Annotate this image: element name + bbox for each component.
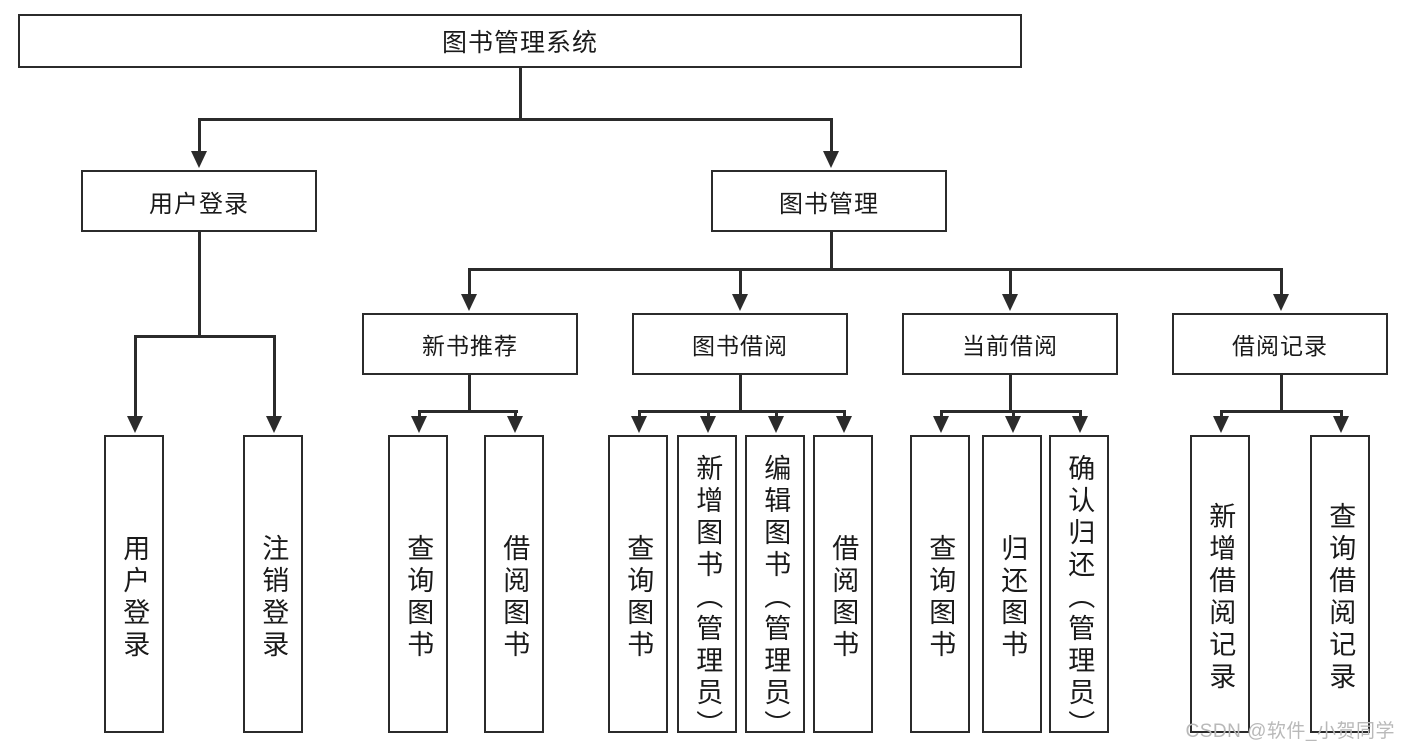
node-user-login[interactable]: 用户登录	[81, 170, 317, 232]
arrow-borrow-record-to-leaf-2	[1333, 416, 1349, 433]
connector-new-book-recommend-to-leaf-1	[418, 410, 421, 418]
node-root[interactable]: 图书管理系统	[18, 14, 1022, 68]
node-leaf-return-book[interactable]: 归还图书	[982, 435, 1042, 733]
node-leaf-query-book-2-label: 查询图书	[623, 534, 654, 662]
connector-user-login-stem	[198, 232, 201, 337]
arrow-new-book-recommend-to-leaf-2	[507, 416, 523, 433]
node-leaf-borrow-book-1[interactable]: 借阅图书	[484, 435, 544, 733]
connector-root-stem	[519, 68, 522, 120]
node-leaf-borrow-book-2-label: 借阅图书	[828, 534, 859, 662]
arrow-book-manage-to-lvl2-1	[461, 294, 477, 311]
node-leaf-query-book-3[interactable]: 查询图书	[910, 435, 970, 733]
node-leaf-query-record-label: 查询借阅记录	[1325, 502, 1356, 694]
connector-new-book-recommend-stem	[468, 375, 471, 412]
node-borrow-record-label: 借阅记录	[1232, 333, 1328, 359]
connector-book-manage-to-lvl2-4	[1280, 268, 1283, 296]
connector-current-borrow-bar	[940, 410, 1079, 413]
node-new-book-recommend-label: 新书推荐	[422, 333, 518, 359]
node-leaf-add-record[interactable]: 新增借阅记录	[1190, 435, 1250, 733]
node-leaf-edit-book[interactable]: 编辑图书（管理员）	[745, 435, 805, 742]
connector-book-borrow-to-leaf-1	[638, 410, 641, 418]
arrow-current-borrow-to-leaf-3	[1072, 416, 1088, 433]
connector-book-manage-to-lvl2-2	[739, 268, 742, 296]
node-leaf-borrow-book-2[interactable]: 借阅图书	[813, 435, 873, 733]
node-leaf-confirm-return-label: 确认归还（管理员）	[1064, 454, 1095, 742]
node-borrow-record[interactable]: 借阅记录	[1172, 313, 1388, 375]
node-leaf-query-record[interactable]: 查询借阅记录	[1310, 435, 1370, 733]
node-book-manage-label: 图书管理	[779, 190, 879, 218]
connector-borrow-record-stem	[1280, 375, 1283, 412]
connector-book-manage-stem	[830, 232, 833, 270]
connector-book-borrow-stem	[739, 375, 742, 412]
connector-current-borrow-to-leaf-3	[1079, 410, 1082, 418]
connector-book-manage-to-lvl2-3	[1009, 268, 1012, 296]
connector-book-borrow-to-leaf-3	[775, 410, 778, 418]
arrow-user-login-to-leaf-2	[266, 416, 282, 433]
connector-borrow-record-bar	[1220, 410, 1340, 413]
arrow-book-manage-to-lvl2-4	[1273, 294, 1289, 311]
arrow-book-borrow-to-leaf-1	[631, 416, 647, 433]
connector-book-manage-to-lvl2-1	[468, 268, 471, 296]
node-current-borrow[interactable]: 当前借阅	[902, 313, 1118, 375]
connector-current-borrow-to-leaf-1	[940, 410, 943, 418]
node-leaf-edit-book-label: 编辑图书（管理员）	[760, 454, 791, 742]
connector-root-bar	[198, 118, 832, 121]
arrow-book-borrow-to-leaf-2	[700, 416, 716, 433]
connector-borrow-record-to-leaf-1	[1220, 410, 1223, 418]
arrow-current-borrow-to-leaf-1	[933, 416, 949, 433]
node-leaf-return-book-label: 归还图书	[997, 534, 1028, 662]
arrow-user-login-to-leaf-1	[127, 416, 143, 433]
node-book-borrow[interactable]: 图书借阅	[632, 313, 848, 375]
node-leaf-confirm-return[interactable]: 确认归还（管理员）	[1049, 435, 1109, 742]
connector-book-borrow-to-leaf-4	[843, 410, 846, 418]
node-leaf-add-record-label: 新增借阅记录	[1205, 502, 1236, 694]
node-leaf-add-book-label: 新增图书（管理员）	[692, 454, 723, 742]
node-leaf-user-login-label: 用户登录	[119, 534, 150, 662]
connector-user-login-to-leaf-1	[134, 335, 137, 418]
arrow-root-to-book-manage	[823, 151, 839, 168]
connector-root-to-user-login	[198, 118, 201, 153]
connector-book-borrow-to-leaf-2	[707, 410, 710, 418]
node-leaf-borrow-book-1-label: 借阅图书	[499, 534, 530, 662]
node-book-manage[interactable]: 图书管理	[711, 170, 947, 232]
node-leaf-query-book-1[interactable]: 查询图书	[388, 435, 448, 733]
node-book-borrow-label: 图书借阅	[692, 333, 788, 359]
node-root-label: 图书管理系统	[441, 29, 598, 57]
arrow-book-manage-to-lvl2-2	[732, 294, 748, 311]
node-leaf-user-login[interactable]: 用户登录	[104, 435, 164, 733]
arrow-book-manage-to-lvl2-3	[1002, 294, 1018, 311]
arrow-root-to-user-login	[191, 151, 207, 168]
connector-user-login-to-leaf-2	[273, 335, 276, 418]
connector-current-borrow-stem	[1009, 375, 1012, 412]
connector-root-to-book-manage	[830, 118, 833, 153]
connector-user-login-bar	[134, 335, 273, 338]
node-user-login-label: 用户登录	[149, 190, 249, 218]
node-new-book-recommend[interactable]: 新书推荐	[362, 313, 578, 375]
connector-new-book-recommend-bar	[418, 410, 518, 413]
node-current-borrow-label: 当前借阅	[962, 333, 1058, 359]
arrow-book-borrow-to-leaf-4	[836, 416, 852, 433]
connector-new-book-recommend-to-leaf-2	[514, 410, 517, 418]
node-leaf-query-book-2[interactable]: 查询图书	[608, 435, 668, 733]
arrow-book-borrow-to-leaf-3	[768, 416, 784, 433]
connector-current-borrow-to-leaf-2	[1012, 410, 1015, 418]
arrow-borrow-record-to-leaf-1	[1213, 416, 1229, 433]
arrow-new-book-recommend-to-leaf-1	[411, 416, 427, 433]
node-leaf-query-book-3-label: 查询图书	[925, 534, 956, 662]
node-leaf-add-book[interactable]: 新增图书（管理员）	[677, 435, 737, 742]
connector-borrow-record-to-leaf-2	[1340, 410, 1343, 418]
arrow-current-borrow-to-leaf-2	[1005, 416, 1021, 433]
connector-book-borrow-bar	[638, 410, 843, 413]
node-leaf-logout[interactable]: 注销登录	[243, 435, 303, 733]
connector-book-manage-bar	[468, 268, 1280, 271]
node-leaf-logout-label: 注销登录	[258, 534, 289, 662]
node-leaf-query-book-1-label: 查询图书	[403, 534, 434, 662]
